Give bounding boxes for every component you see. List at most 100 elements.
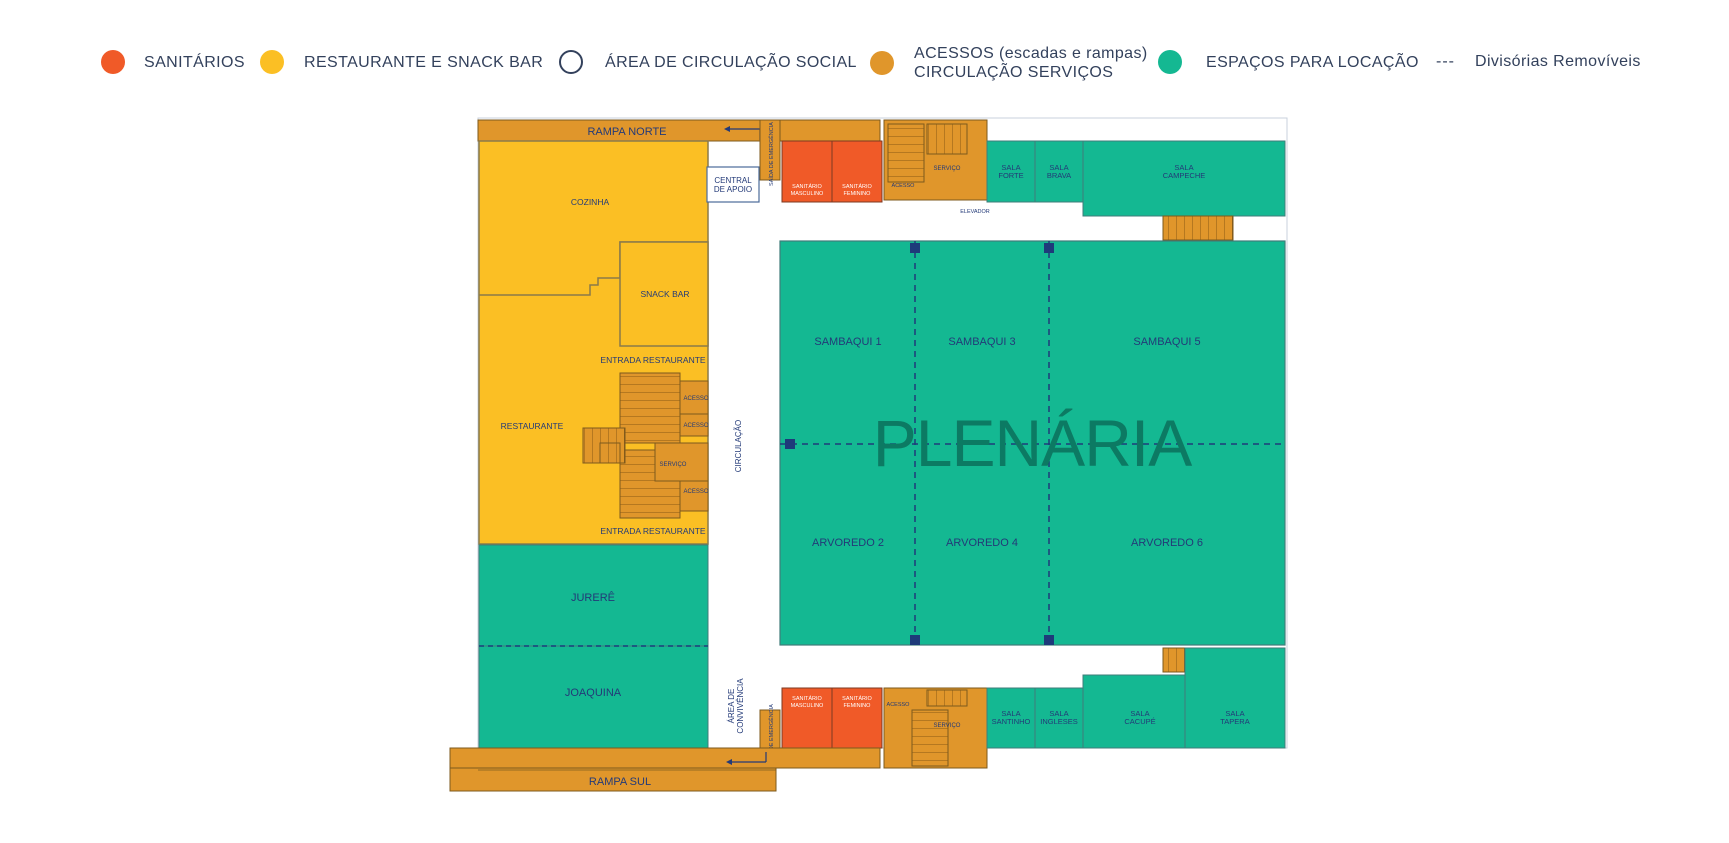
entrada-restaurante-bottom-label: ENTRADA RESTAURANTE <box>600 526 705 536</box>
rampa-sul-upper <box>449 747 881 769</box>
arvoredo-2-label: ARVOREDO 2 <box>812 537 884 549</box>
sala-label: SALA <box>1001 709 1020 718</box>
sala-label: SALA <box>1225 709 1244 718</box>
legend-restaurante: RESTAURANTE E SNACK BAR <box>260 50 543 74</box>
sala-brava <box>1034 140 1084 203</box>
dashed-line-icon: --- <box>1436 52 1455 70</box>
joaquina-label: JOAQUINA <box>565 687 622 699</box>
sanitario-label: SANITÁRIO <box>792 183 822 190</box>
feminino-label: FEMININO <box>844 191 872 197</box>
rampa-sul-lower <box>449 767 777 792</box>
column <box>1044 635 1054 645</box>
sanitario-feminino-norte <box>831 140 883 203</box>
central-de-apoio-label-1: CENTRAL <box>714 176 752 185</box>
forte-label: FORTE <box>998 171 1023 180</box>
legend-label: SANITÁRIOS <box>144 53 245 71</box>
legend-circulacao-social: ÁREA DE CIRCULAÇÃO SOCIAL <box>559 50 857 74</box>
campeche-label: CAMPECHE <box>1163 171 1206 180</box>
sala-cacupe <box>1082 674 1186 749</box>
sanitario-label: SANITÁRIO <box>792 695 822 702</box>
circulacao-social-swatch <box>559 50 583 74</box>
cacupe-label: CACUPÉ <box>1124 717 1155 726</box>
servico-label: SERVIÇO <box>660 462 687 468</box>
snack-bar <box>619 241 709 347</box>
area-convivencia-label-1: ÁREA DE <box>727 689 736 724</box>
stairs-left-tail <box>599 442 621 464</box>
sala-label: SALA <box>1130 709 1149 718</box>
sanitario-masculino-sul <box>781 687 833 749</box>
jurere-joaquina-block: JURERÊ JOAQUINA <box>478 544 709 749</box>
acessos-swatch <box>870 51 894 75</box>
sala-santinho <box>986 687 1036 749</box>
plenaria-label: PLENÁRIA <box>873 406 1192 480</box>
sambaqui-5-label: SAMBAQUI 5 <box>1133 336 1200 348</box>
cozinha-label: COZINHA <box>571 197 610 207</box>
acesso-label: ACESSO <box>683 489 708 495</box>
sanitario-feminino-sul <box>831 687 883 749</box>
sala-tapera <box>1184 647 1286 749</box>
stairs-sul <box>911 709 949 767</box>
saida-emergencia-norte <box>759 119 781 181</box>
jurere-label: JURERÊ <box>571 591 615 604</box>
column <box>785 439 795 449</box>
masculino-label: MASCULINO <box>791 703 824 709</box>
legend-divisorias: --- Divisórias Removíveis <box>1436 52 1641 71</box>
stairs-norte-2 <box>926 123 968 155</box>
brava-label: BRAVA <box>1047 171 1071 180</box>
central-de-apoio-label-2: DE APOIO <box>714 185 752 194</box>
stairs-sul-2 <box>926 689 968 707</box>
central-de-apoio <box>706 166 760 203</box>
legend-label-group: ACESSOS (escadas e rampas) CIRCULAÇÃO SE… <box>914 44 1148 82</box>
rampa-norte-label: RAMPA NORTE <box>587 126 666 138</box>
feminino-label: FEMININO <box>844 703 872 709</box>
servico-label: SERVIÇO <box>934 723 961 729</box>
legend-sanitarios: SANITÁRIOS <box>101 50 245 74</box>
restaurant-block: COZINHA SNACK BAR ENTRADA RESTAURANTE RE… <box>478 140 760 545</box>
area-convivencia-label-2: CONVIVÊNCIA <box>736 678 745 734</box>
sala-label: SALA <box>1049 163 1068 172</box>
plenaria-block: PLENÁRIA SAMBAQUI 1 SAMBAQUI 3 SAMBAQUI … <box>779 240 1286 646</box>
saida-emergencia-label: SAÍDA DE EMERGÊNCIA <box>767 122 775 186</box>
legend-locacao: ESPAÇOS PARA LOCAÇÃO <box>1158 50 1419 74</box>
south-services: SANITÁRIO MASCULINO SANITÁRIO FEMININO A… <box>781 647 1286 769</box>
stairs-upper <box>619 372 681 444</box>
sala-ingleses <box>1034 687 1084 749</box>
column <box>910 635 920 645</box>
snack-bar-label: SNACK BAR <box>640 289 689 299</box>
acesso-label: ACESSO <box>887 702 911 708</box>
elevador-label: ELEVADOR <box>960 209 990 215</box>
acesso-label: ACESSO <box>892 183 916 189</box>
ingleses-label: INGLESES <box>1040 717 1078 726</box>
north-services: SANITÁRIO MASCULINO SANITÁRIO FEMININO A… <box>781 119 1286 241</box>
arrow-icon <box>726 759 732 765</box>
restaurante-label: RESTAURANTE <box>501 421 564 431</box>
servico-area <box>654 442 709 482</box>
sala-label: SALA <box>1001 163 1020 172</box>
sanitario-label: SANITÁRIO <box>842 695 872 702</box>
legend-label: Divisórias Removíveis <box>1474 53 1641 70</box>
legend-acessos: ACESSOS (escadas e rampas) CIRCULAÇÃO SE… <box>870 44 1148 82</box>
santinho-label: SANTINHO <box>992 717 1031 726</box>
legend-label: ÁREA DE CIRCULAÇÃO SOCIAL <box>605 53 857 71</box>
entrada-restaurante-top-label: ENTRADA RESTAURANTE <box>600 355 705 365</box>
rampa-sul-label: RAMPA SUL <box>589 776 651 788</box>
rampa-norte-area <box>477 119 881 142</box>
servico-label: SERVIÇO <box>934 166 961 172</box>
plenaria <box>779 240 1286 646</box>
sambaqui-3-label: SAMBAQUI 3 <box>948 336 1015 348</box>
circulacao-label: CIRCULAÇÃO <box>734 420 743 472</box>
acesso-label: ACESSO <box>683 423 708 429</box>
arrow-icon <box>724 126 730 132</box>
tapera-label: TAPERA <box>1220 717 1249 726</box>
restaurante-swatch <box>260 50 284 74</box>
column <box>1044 243 1054 253</box>
sanitario-label: SANITÁRIO <box>842 183 872 190</box>
saida-emergencia-label: SAÍDA DE EMERGÊNCIA <box>767 704 775 768</box>
stairs-norte <box>887 123 925 183</box>
acesso-area-2 <box>679 413 709 437</box>
locacao-swatch <box>1158 50 1182 74</box>
sambaqui-1-label: SAMBAQUI 1 <box>814 336 881 348</box>
jurere <box>478 544 709 647</box>
legend-label-line2: CIRCULAÇÃO SERVIÇOS <box>914 64 1114 81</box>
